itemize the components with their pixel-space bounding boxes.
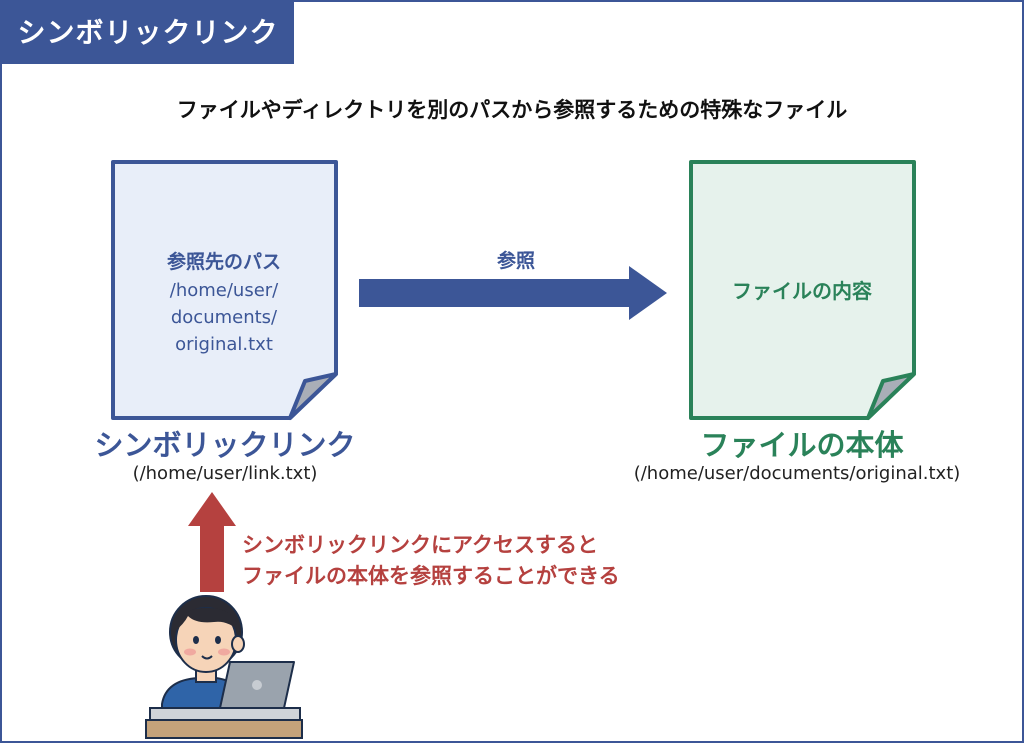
title-tab: シンボリックリンク — [2, 2, 294, 64]
symlink-path-line: documents/ — [170, 307, 278, 328]
reference-arrow-label: 参照 — [496, 250, 535, 272]
access-note-line: ファイルの本体を参照することができる — [242, 564, 620, 588]
symlink-name: シンボリックリンク — [94, 428, 356, 462]
access-arrow — [188, 492, 236, 592]
access-note: シンボリックリンクにアクセスすると ファイルの本体を参照することができる — [242, 530, 620, 592]
original-path: (/home/user/documents/original.txt) — [633, 463, 961, 484]
symlink-document-shape — [111, 160, 338, 420]
symlink-content-path: /home/user/ documents/ original.txt — [110, 277, 338, 358]
diagram-subtitle: ファイルやディレクトリを別のパスから参照するための特殊なファイル — [176, 98, 848, 122]
symlink-path-line: /home/user/ — [169, 280, 279, 301]
symlink-path-line: original.txt — [175, 334, 273, 355]
user-with-laptop-illustration — [145, 595, 303, 739]
reference-arrow — [359, 266, 667, 320]
original-content: ファイルの内容 — [732, 279, 872, 303]
symlink-path: (/home/user/link.txt) — [132, 463, 318, 484]
symlink-document: 参照先のパス /home/user/ documents/ original.t… — [110, 159, 340, 421]
original-document-shape — [689, 160, 916, 420]
original-name: ファイルの本体 — [700, 428, 904, 462]
original-document: ファイルの内容 — [688, 159, 918, 421]
access-note-line: シンボリックリンクにアクセスすると — [242, 533, 598, 557]
symlink-content-title: 参照先のパス — [166, 251, 281, 273]
